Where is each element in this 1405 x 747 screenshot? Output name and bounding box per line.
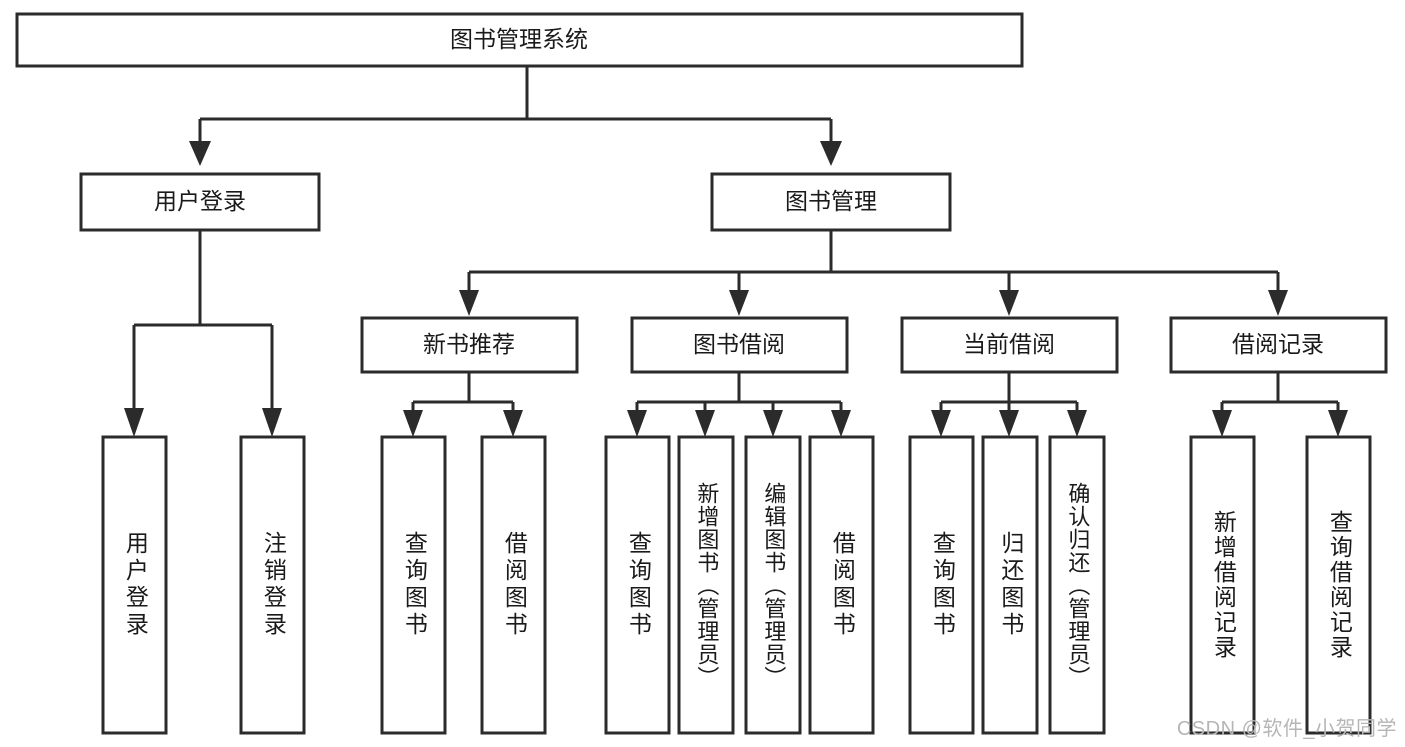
book-manage-box[interactable] <box>710 172 952 232</box>
leaf-box-user-login[interactable] <box>101 435 168 735</box>
arrow-confirm-return <box>1067 410 1087 437</box>
arrow-new-book-rec <box>459 290 479 316</box>
root-box[interactable] <box>15 12 1024 68</box>
borrow-record-box[interactable] <box>1169 316 1388 374</box>
borrow-record-label: 借阅记录 <box>1232 331 1324 357</box>
leaf-box-confirm-return[interactable] <box>1048 435 1106 735</box>
node-book-borrow[interactable]: 图书借阅 <box>630 316 849 374</box>
leaf-box-edit-book[interactable] <box>744 435 802 735</box>
node-new-book-rec[interactable]: 新书推荐 <box>360 316 579 374</box>
arrow-query-book-3 <box>931 410 951 437</box>
arrow-query-book-2 <box>627 410 647 437</box>
leaf-box-logout-login[interactable] <box>239 435 306 735</box>
new-book-rec-box[interactable] <box>360 316 579 374</box>
root-label: 图书管理系统 <box>450 26 588 52</box>
arrow-query-record <box>1328 410 1348 437</box>
connector-user-login-to-leaves <box>124 230 282 437</box>
arrow-add-record <box>1212 410 1232 437</box>
leaf-box-add-book[interactable] <box>677 435 735 735</box>
connector-root-to-level2 <box>189 66 842 166</box>
connector-borrow-record-to-leaves <box>1212 372 1348 437</box>
leaf-box-query-book-3[interactable] <box>908 435 975 735</box>
leaf-box-borrow-book-1[interactable] <box>480 435 547 735</box>
leaf-box-add-record[interactable] <box>1189 435 1256 735</box>
leaf-box-borrow-book-2[interactable] <box>808 435 875 735</box>
arrow-borrow-book-2 <box>831 410 851 437</box>
connector-current-borrow-to-leaves <box>931 372 1087 437</box>
arrow-add-book <box>695 410 715 437</box>
arrow-return-book <box>999 410 1019 437</box>
node-user-login[interactable]: 用户登录 <box>79 172 321 232</box>
arrow-leaf-logout <box>262 408 282 437</box>
connector-book-borrow-to-leaves <box>627 372 851 437</box>
current-borrow-label: 当前借阅 <box>963 331 1055 357</box>
leaf-box-query-book-1[interactable] <box>380 435 447 735</box>
leaf-box-return-book[interactable] <box>981 435 1039 735</box>
arrow-query-book-1 <box>403 410 423 437</box>
book-borrow-box[interactable] <box>630 316 849 374</box>
user-login-label: 用户登录 <box>154 188 246 214</box>
leaf-box-query-record[interactable] <box>1305 435 1372 735</box>
node-book-manage[interactable]: 图书管理 <box>710 172 952 232</box>
node-root[interactable]: 图书管理系统 <box>15 12 1024 68</box>
connector-book-manage-to-level3 <box>459 230 1288 316</box>
book-manage-label: 图书管理 <box>785 188 877 214</box>
leaf-box-query-book-2[interactable] <box>604 435 671 735</box>
arrow-borrow-book-1 <box>503 410 523 437</box>
arrow-current-borrow <box>999 290 1019 316</box>
arrow-leaf-user-login <box>124 408 144 437</box>
arrow-book-borrow <box>729 290 749 316</box>
arrow-user-login <box>189 141 211 166</box>
arrow-edit-book <box>763 410 783 437</box>
arrow-book-manage <box>820 141 842 166</box>
connector-new-book-rec-to-leaves <box>403 372 523 437</box>
arrow-borrow-record <box>1268 290 1288 316</box>
book-borrow-label: 图书借阅 <box>693 331 785 357</box>
node-borrow-record[interactable]: 借阅记录 <box>1169 316 1388 374</box>
node-current-borrow[interactable]: 当前借阅 <box>900 316 1119 374</box>
new-book-rec-label: 新书推荐 <box>423 331 515 357</box>
csdn-watermark: CSDN @软件_小贺同学 <box>1176 718 1397 740</box>
current-borrow-box[interactable] <box>900 316 1119 374</box>
